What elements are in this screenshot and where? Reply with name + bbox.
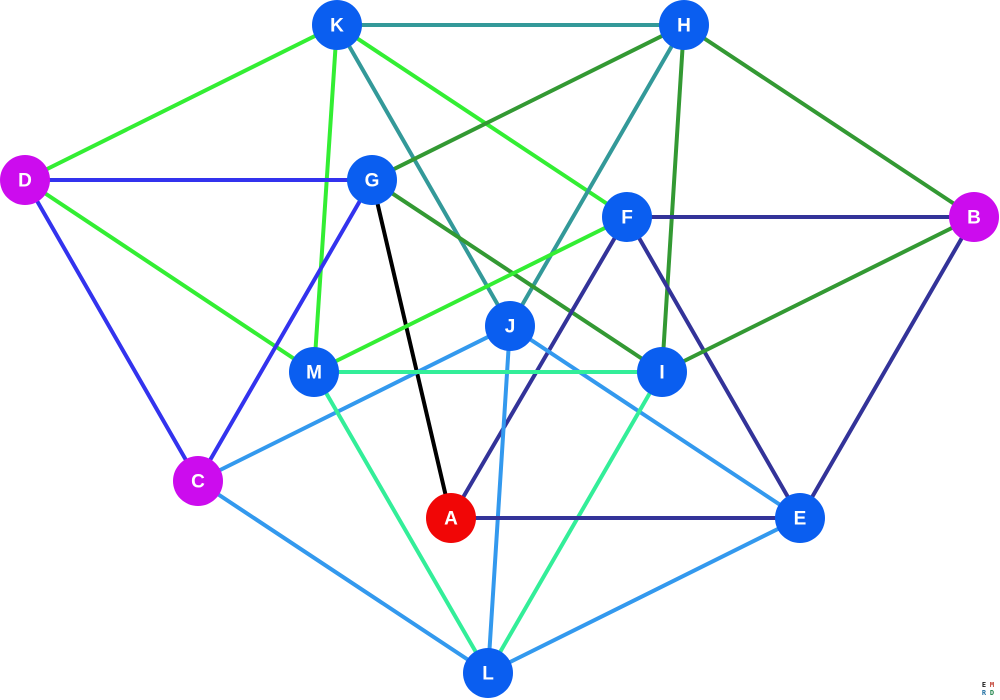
node-label: G: [365, 171, 380, 192]
node-label: M: [306, 363, 322, 384]
node-label: L: [482, 664, 494, 685]
edge-f-m: [312, 215, 629, 374]
edge-h-i: [660, 23, 686, 374]
node-label: B: [967, 208, 981, 229]
node-circle[interactable]: [949, 192, 999, 242]
brand-logo: E M R D: [980, 681, 996, 697]
node-i[interactable]: I: [637, 347, 687, 397]
edge-k-m: [312, 23, 339, 374]
node-a[interactable]: A: [426, 493, 476, 543]
node-l[interactable]: L: [463, 648, 513, 698]
edge-g-a: [370, 178, 453, 520]
node-d[interactable]: D: [0, 155, 50, 205]
node-circle[interactable]: [312, 0, 362, 50]
node-label: J: [505, 317, 516, 338]
node-circle[interactable]: [637, 347, 687, 397]
edge-b-e: [798, 215, 976, 520]
edge-j-e: [508, 324, 802, 520]
logo-letter: E: [981, 681, 987, 689]
logo-letter: R: [981, 689, 987, 697]
edge-k-f: [335, 23, 629, 219]
edge-c-l: [196, 479, 490, 675]
edges-layer: [23, 23, 976, 675]
node-circle[interactable]: [602, 192, 652, 242]
node-label: F: [621, 208, 633, 229]
edge-k-d: [23, 23, 339, 182]
node-b[interactable]: B: [949, 192, 999, 242]
edge-i-l: [486, 370, 664, 675]
edge-d-c: [23, 178, 200, 483]
node-label: H: [677, 16, 691, 37]
edge-f-e: [625, 215, 802, 520]
edge-g-c: [196, 178, 374, 483]
edge-j-c: [196, 324, 512, 483]
node-k[interactable]: K: [312, 0, 362, 50]
node-circle[interactable]: [0, 155, 50, 205]
node-circle[interactable]: [347, 155, 397, 205]
node-label: E: [794, 509, 807, 530]
node-label: I: [659, 363, 664, 384]
edge-k-j: [335, 23, 512, 328]
node-j[interactable]: J: [485, 301, 535, 351]
edge-b-i: [660, 215, 976, 374]
edge-m-l: [312, 370, 490, 675]
node-label: A: [444, 509, 458, 530]
node-g[interactable]: G: [347, 155, 397, 205]
edge-h-j: [508, 23, 686, 328]
edge-f-a: [449, 215, 629, 520]
node-label: K: [330, 16, 344, 37]
node-e[interactable]: E: [775, 493, 825, 543]
node-m[interactable]: M: [289, 347, 339, 397]
node-label: D: [18, 171, 32, 192]
node-circle[interactable]: [173, 456, 223, 506]
node-circle[interactable]: [485, 301, 535, 351]
logo-letter: M: [989, 681, 995, 689]
node-h[interactable]: H: [659, 0, 709, 50]
node-c[interactable]: C: [173, 456, 223, 506]
node-label: C: [191, 472, 205, 493]
edge-h-g: [370, 23, 686, 182]
node-circle[interactable]: [775, 493, 825, 543]
edge-j-l: [486, 324, 512, 675]
logo-letter: D: [989, 689, 995, 697]
edge-g-i: [370, 178, 664, 374]
edge-e-l: [486, 516, 802, 675]
node-circle[interactable]: [426, 493, 476, 543]
node-f[interactable]: F: [602, 192, 652, 242]
node-circle[interactable]: [659, 0, 709, 50]
node-circle[interactable]: [463, 648, 513, 698]
node-circle[interactable]: [289, 347, 339, 397]
edge-h-b: [682, 23, 976, 219]
edge-d-m: [23, 178, 316, 374]
